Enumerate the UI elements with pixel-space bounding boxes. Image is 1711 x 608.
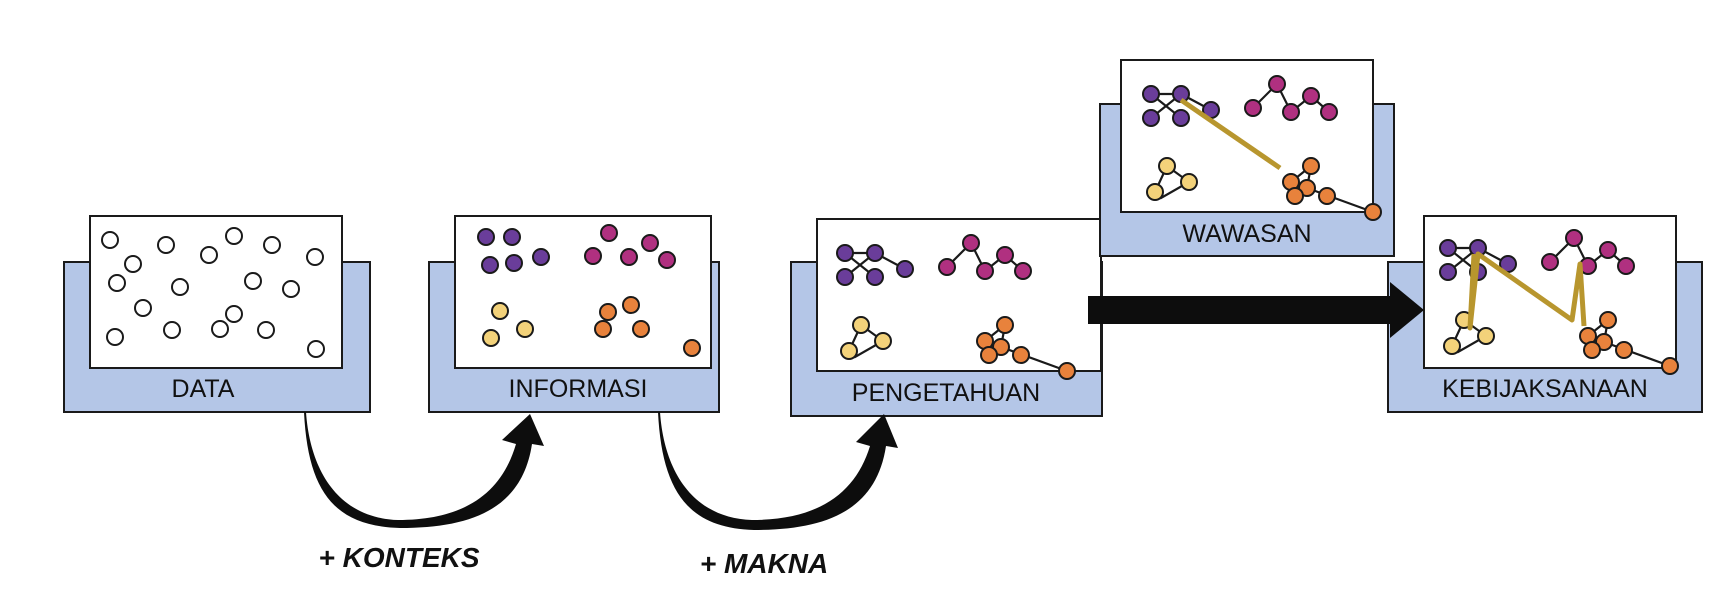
big-right-arrow [1088,282,1424,338]
stage-kebijaksanaan: KEBIJAKSANAAN [1387,215,1703,413]
stage-data: DATA [63,215,371,413]
konteks-label: + KONTEKS [318,542,479,573]
stage-wawasan: WAWASAN [1099,59,1395,257]
data-points [101,227,325,358]
informasi-label: INFORMASI [509,375,648,403]
kebijaksanaan-insight-path [1467,251,1587,331]
data-label: DATA [172,375,235,403]
data-card [89,215,343,369]
makna-label: + MAKNA [700,548,828,579]
pengetahuan-card [816,218,1102,372]
kebijaksanaan-label: KEBIJAKSANAAN [1442,375,1648,403]
stage-informasi: INFORMASI [428,215,720,413]
wawasan-label: WAWASAN [1182,220,1311,248]
curved-arrow-konteks [304,412,544,528]
kebijaksanaan-card [1423,215,1677,369]
wawasan-insight-link [1179,97,1282,171]
stage-pengetahuan: PENGETAHUAN [790,218,1103,417]
informasi-points [477,224,701,357]
wawasan-card [1120,59,1374,213]
curved-arrow-makna [658,412,898,530]
pengetahuan-label: PENGETAHUAN [852,379,1040,407]
